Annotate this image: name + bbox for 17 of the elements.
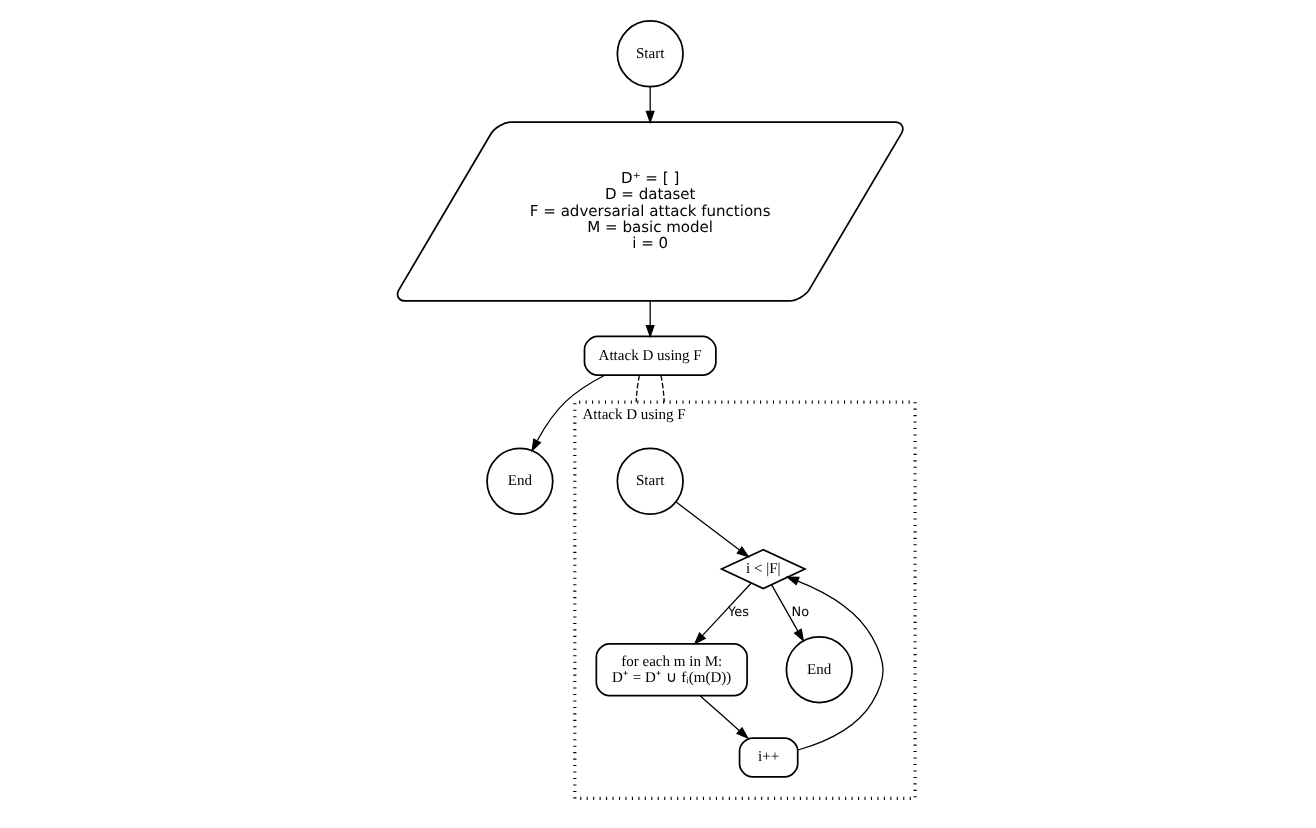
arrow: [675, 501, 750, 558]
arrow: [699, 695, 750, 740]
node-box: Attack D using F: [583, 335, 717, 377]
node-circle: End: [785, 636, 853, 704]
arrow: [785, 576, 884, 751]
node-box: i++: [738, 737, 799, 778]
arrow: [645, 300, 655, 339]
node-circle: Start: [616, 20, 684, 88]
arrow: [770, 584, 805, 643]
connector: [660, 375, 665, 403]
arrow: [693, 582, 752, 646]
arrow: [531, 374, 605, 453]
node-circle: End: [486, 447, 554, 515]
node-box: for each m in M: D⁺ = D⁺ ∪ fᵢ(m(D)): [595, 643, 748, 697]
arrow: [645, 86, 655, 125]
connector: [635, 375, 641, 403]
node-circle: Start: [616, 447, 684, 515]
